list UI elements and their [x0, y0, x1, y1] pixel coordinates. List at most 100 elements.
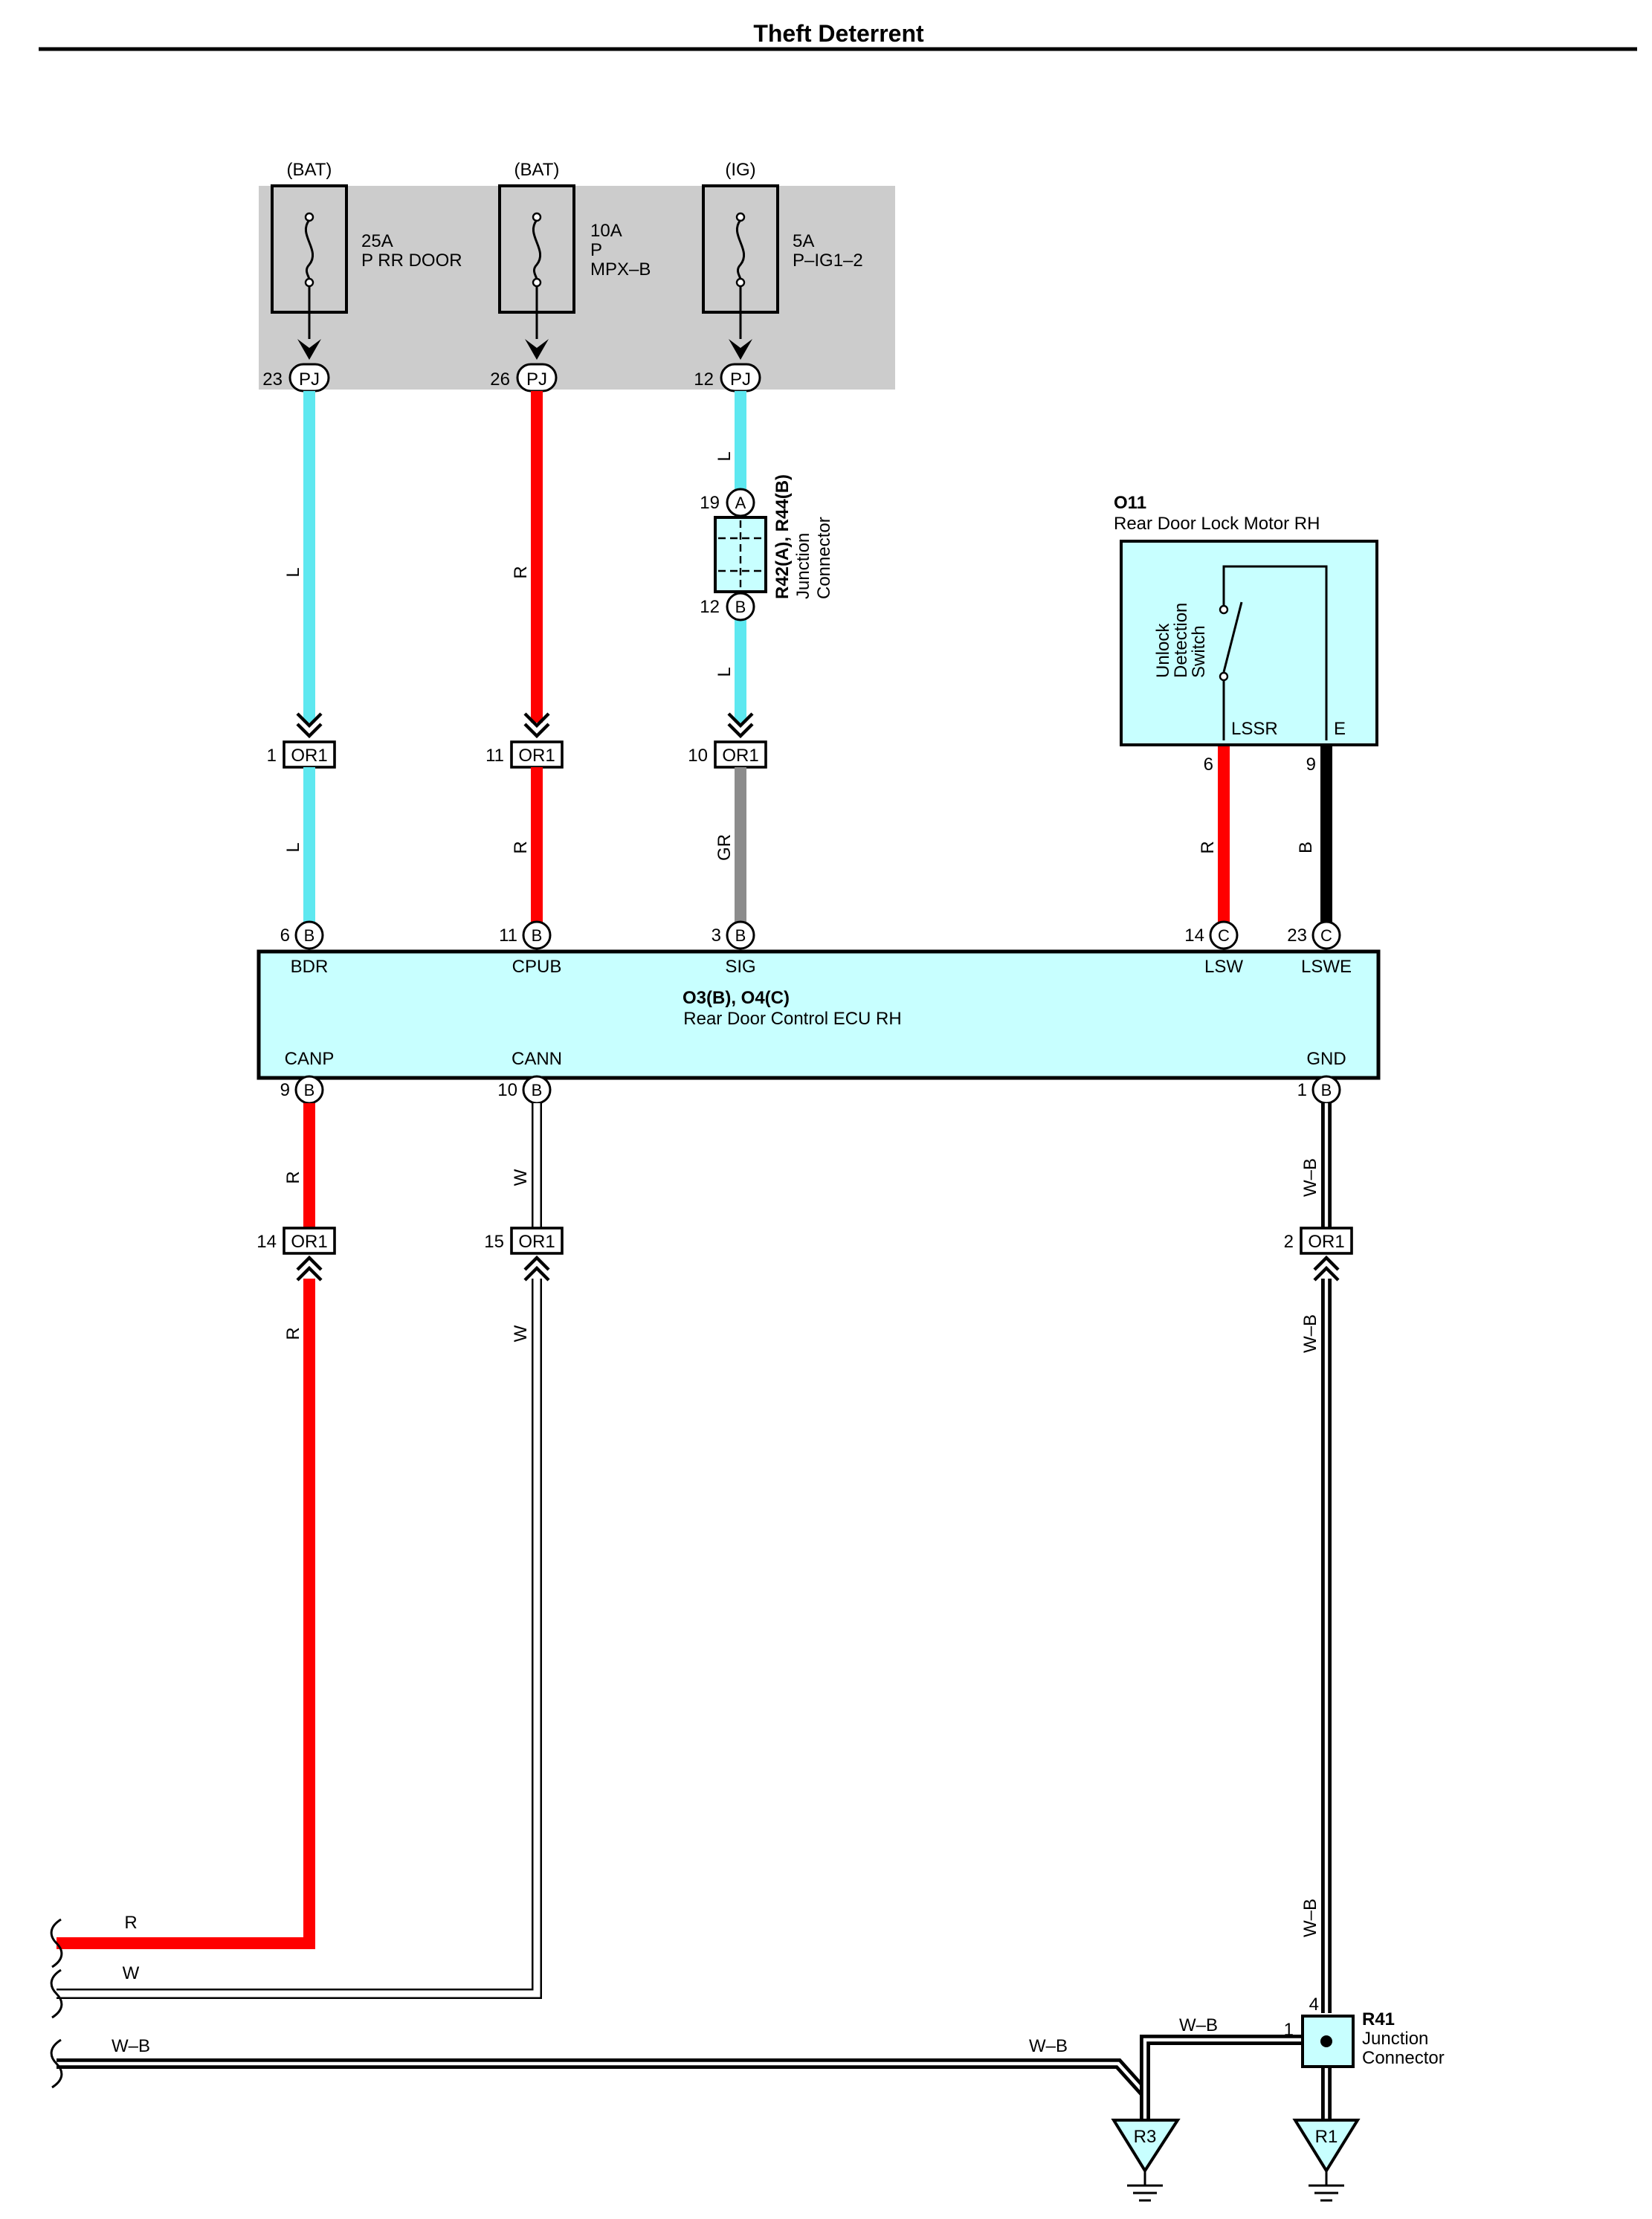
pin-number: 6	[1204, 755, 1213, 775]
svg-text:CANP: CANP	[285, 1049, 335, 1069]
pin-number: 9	[1306, 755, 1316, 775]
pin-number: 14	[256, 1232, 277, 1252]
fuse-name: P–IG1–2	[793, 251, 863, 271]
svg-text:9: 9	[280, 1080, 290, 1100]
svg-text:R3: R3	[1134, 2127, 1157, 2147]
pin-number: 1	[1284, 2020, 1294, 2040]
svg-text:LSWE: LSWE	[1301, 957, 1352, 977]
junction-id: R41	[1362, 2009, 1395, 2029]
svg-text:CPUB: CPUB	[512, 957, 562, 977]
svg-text:23: 23	[1287, 926, 1307, 946]
svg-text:B: B	[532, 926, 543, 945]
svg-text:11: 11	[499, 926, 517, 946]
junction-r42-r44: 19 A 12 B R42(A), R44(B) Junction Connec…	[700, 474, 834, 621]
pin-number: 23	[262, 369, 283, 390]
terminal-label: LSSR	[1231, 719, 1278, 739]
fuse-mpx-b: (BAT) 10A P MPX–B 26 PJ	[490, 160, 651, 393]
pin-number: 19	[700, 493, 720, 513]
connector-id: B	[735, 598, 746, 616]
fuse-name-line2: MPX–B	[590, 259, 651, 280]
wire-label-wb: W–B	[1300, 1314, 1320, 1353]
svg-text:CANN: CANN	[512, 1049, 562, 1069]
wire-label-l: L	[714, 451, 735, 461]
pin-number: 11	[485, 746, 504, 766]
ecu-pin-cann: CANN 10 B	[497, 1049, 562, 1105]
connector-id: OR1	[1308, 1232, 1344, 1252]
fuse-p-rr-door: (BAT) 25A P RR DOOR 23 PJ	[262, 160, 462, 393]
wire-label-w: W	[511, 1169, 531, 1186]
wire-w-cann-lower	[57, 1279, 542, 1999]
svg-text:BDR: BDR	[291, 957, 329, 977]
svg-text:B: B	[304, 1081, 315, 1099]
pin-number: 26	[490, 369, 510, 390]
wire-label-r: R	[511, 566, 531, 578]
pin-number: 2	[1284, 1232, 1294, 1252]
wire-label-l: L	[283, 567, 303, 577]
wire-r-canp-lower	[57, 1279, 315, 1949]
switch-label: Switch	[1189, 625, 1209, 678]
terminal-label: E	[1334, 719, 1346, 739]
ecu-id: O3(B), O4(C)	[683, 988, 790, 1008]
ecu-name: Rear Door Control ECU RH	[683, 1009, 901, 1029]
junction-label: Junction	[1362, 2029, 1428, 2049]
ecu-pin-canp: CANP 9 B	[280, 1049, 335, 1105]
switch-label: Unlock	[1153, 623, 1173, 678]
ground-r3: R3	[1111, 2119, 1181, 2202]
wire-wb-bottom	[57, 2058, 1150, 2120]
pin-number: 12	[700, 597, 720, 617]
wire-label-r: R	[283, 1327, 303, 1340]
pin-number: 1	[267, 746, 277, 766]
svg-text:C: C	[1320, 926, 1332, 945]
svg-text:GND: GND	[1306, 1049, 1346, 1069]
wire-label-wb: W–B	[1179, 2015, 1218, 2035]
wire-label-w: W	[123, 1963, 140, 1983]
wire-label-l: L	[283, 842, 303, 852]
fuse-name: P RR DOOR	[361, 251, 462, 271]
ecu-pin-lswe: 23 C LSWE	[1287, 920, 1352, 977]
pin-number: 12	[694, 369, 714, 390]
connector-id: PJ	[299, 369, 320, 390]
fuse-rating: 10A	[590, 221, 622, 241]
svg-text:10: 10	[497, 1080, 517, 1100]
junction-label: Junction	[793, 533, 813, 599]
switch-label: Detection	[1171, 603, 1191, 678]
ground-r1: R1	[1292, 2119, 1361, 2202]
page-title: Theft Deterrent	[753, 20, 924, 47]
wire-label-w: W	[511, 1325, 531, 1342]
svg-text:C: C	[1218, 926, 1230, 945]
pin-number: 15	[484, 1232, 504, 1252]
wire-label-b: B	[1296, 842, 1316, 853]
fuse-source-label: (BAT)	[514, 160, 560, 180]
wire-label-wb: W–B	[112, 2036, 150, 2056]
svg-text:B: B	[735, 926, 746, 945]
wire-break-marks	[50, 1918, 63, 2089]
ecu-pin-bdr: 6 B BDR	[280, 920, 329, 977]
junction-r41: 4 1 R41 Junction Connector	[1284, 1994, 1445, 2068]
svg-text:B: B	[304, 926, 315, 945]
svg-text:14: 14	[1184, 926, 1204, 946]
svg-text:3: 3	[712, 926, 721, 946]
ecu-rear-door-control: O3(B), O4(C) Rear Door Control ECU RH 6 …	[256, 920, 1381, 1105]
connector-id: OR1	[722, 746, 758, 766]
fuse-source-label: (BAT)	[287, 160, 332, 180]
wire-label-wb: W–B	[1300, 1158, 1320, 1197]
svg-text:B: B	[1321, 1081, 1332, 1099]
ecu-pin-gnd: GND 1 B	[1297, 1049, 1346, 1105]
fuse-rating: 25A	[361, 231, 393, 251]
fuse-name: P	[590, 240, 602, 260]
pin-number: 10	[688, 746, 708, 766]
ecu-pin-sig: 3 B SIG	[712, 920, 756, 977]
svg-text:LSW: LSW	[1204, 957, 1243, 977]
junction-label: Connector	[1362, 2048, 1445, 2068]
svg-text:SIG: SIG	[725, 957, 755, 977]
wire-label-gr: GR	[714, 834, 735, 861]
connector-id: OR1	[291, 746, 327, 766]
connector-id: OR1	[518, 1232, 555, 1252]
fuse-rating: 5A	[793, 231, 814, 251]
svg-text:1: 1	[1297, 1080, 1307, 1100]
wire-label-l: L	[714, 667, 735, 676]
wire-label-r: R	[283, 1171, 303, 1183]
connector-or1-upper: OR1 1 OR1 11 OR1 10	[267, 712, 767, 769]
pin-number: 4	[1309, 1994, 1319, 2015]
connector-id: A	[735, 494, 746, 512]
